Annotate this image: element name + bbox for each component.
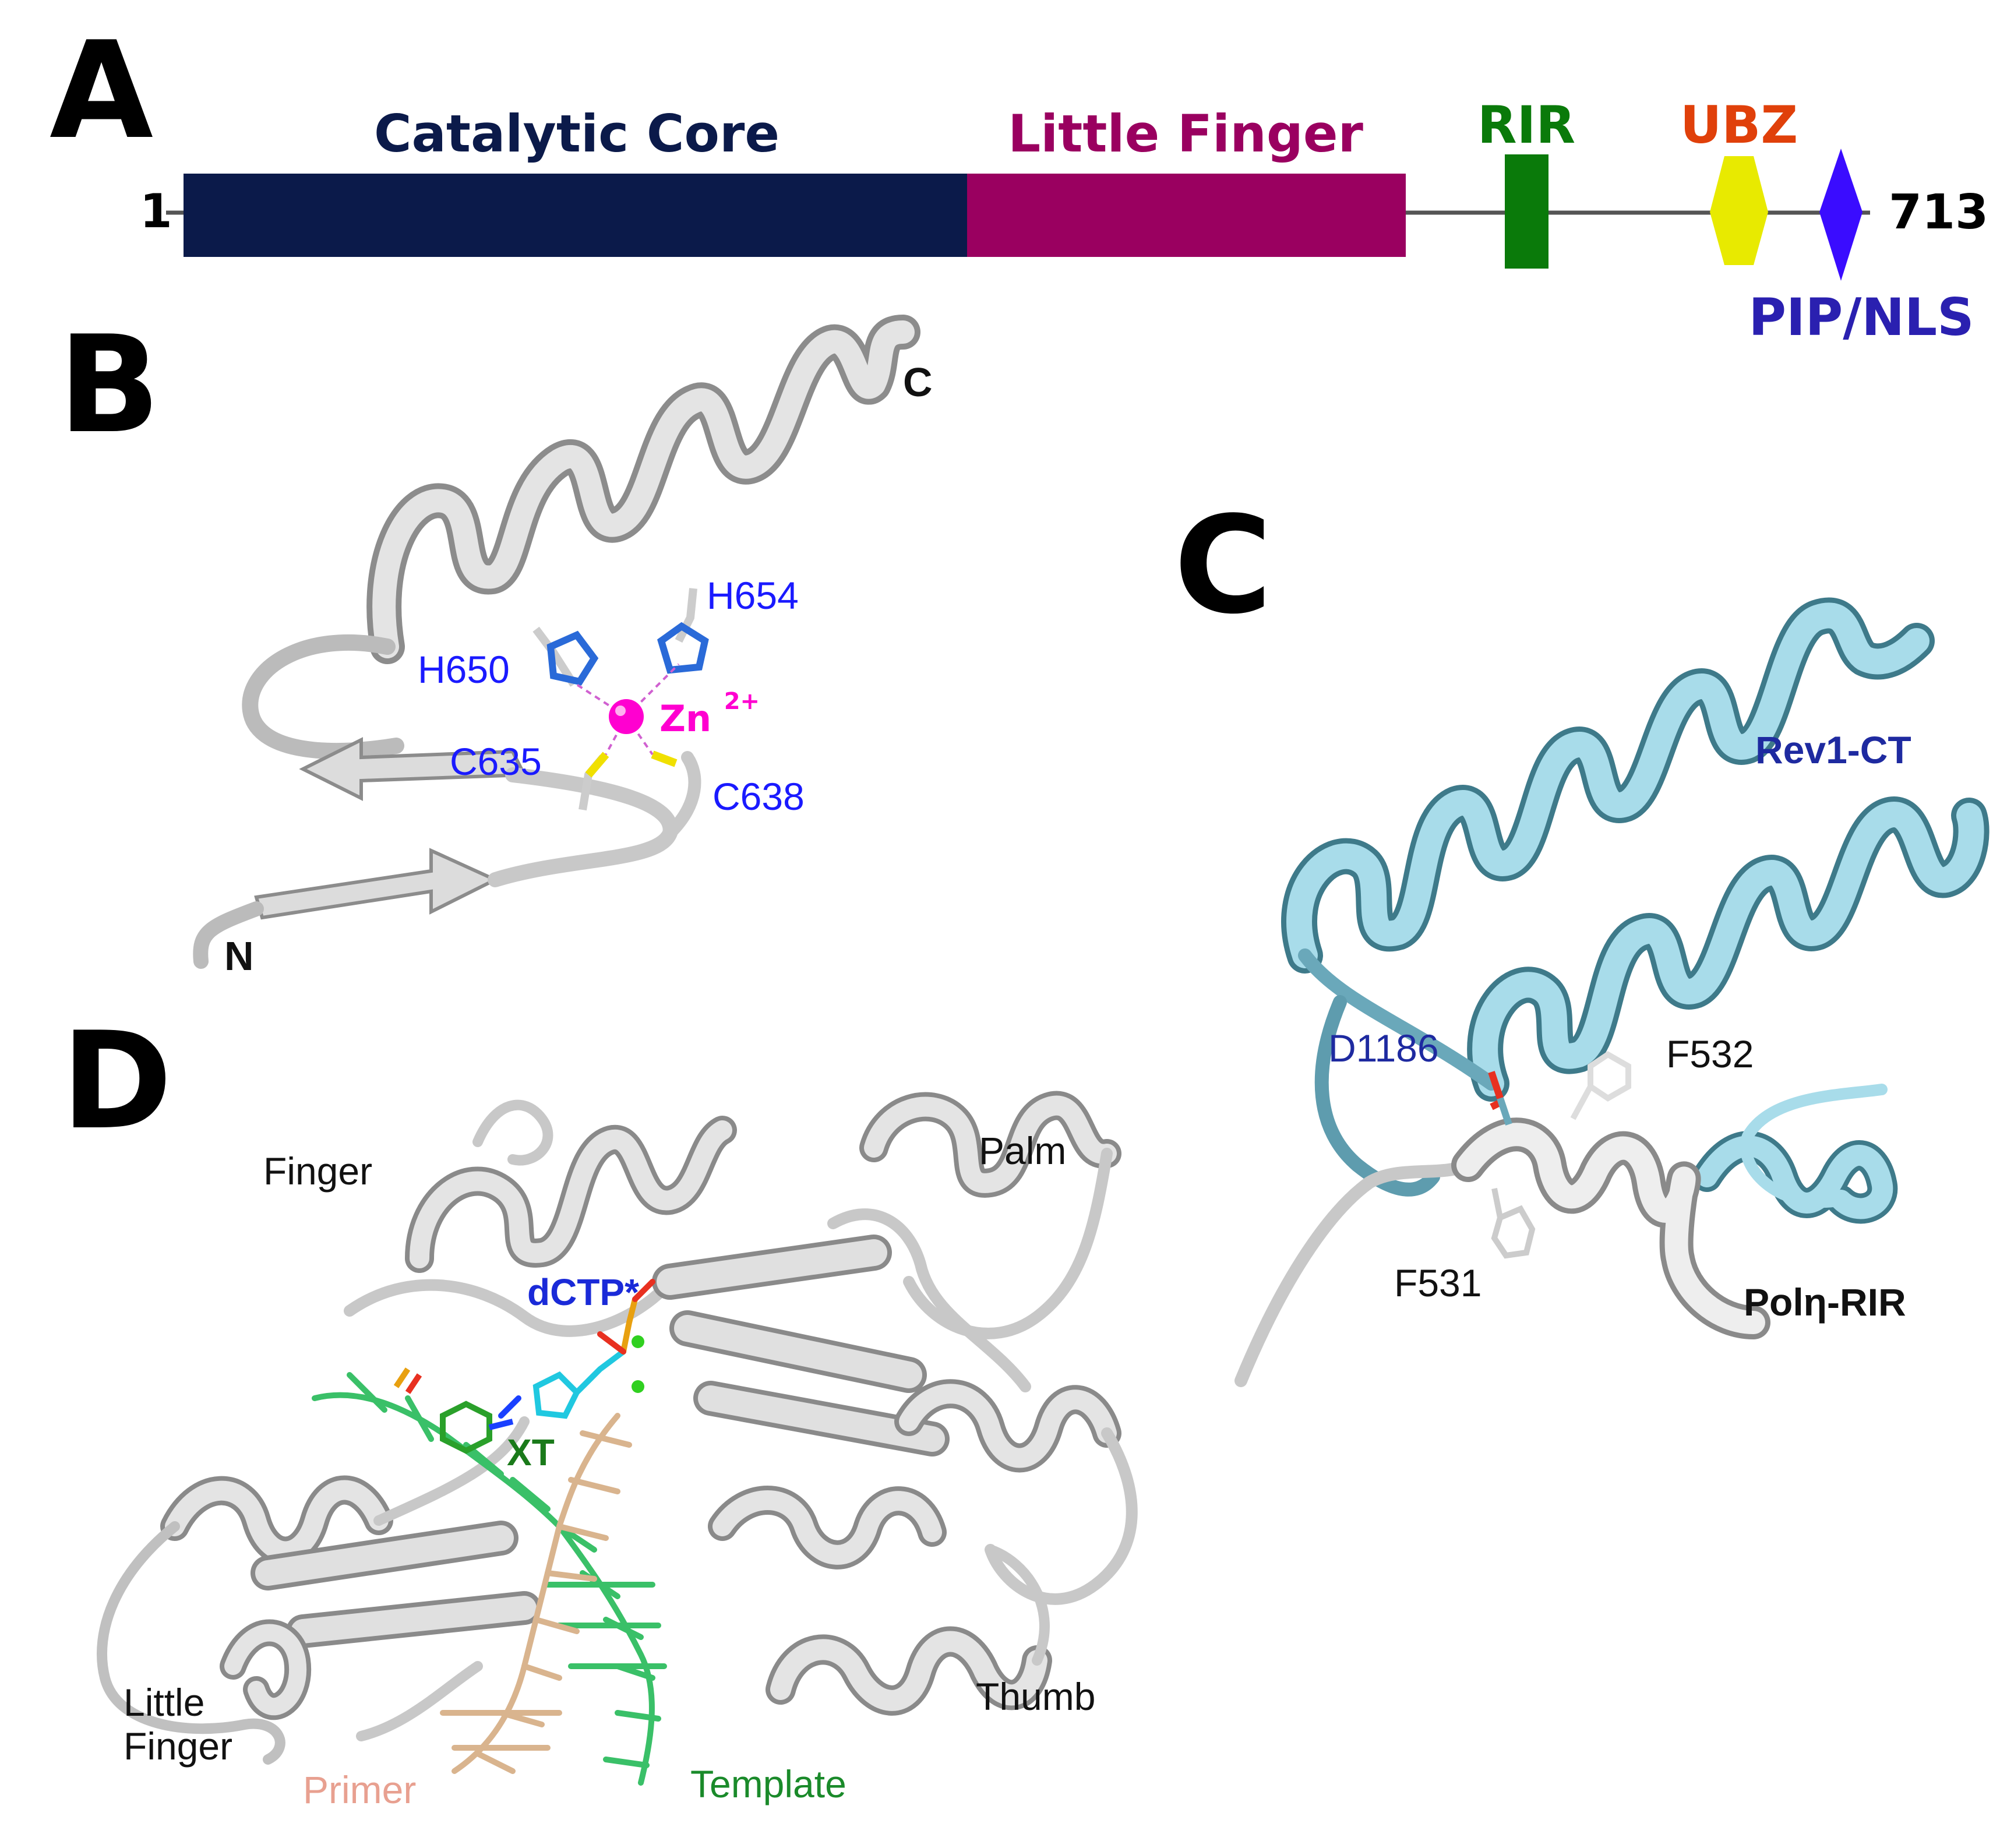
template-label: Template <box>690 1762 846 1805</box>
thumb-domain-label: Thumb <box>976 1675 1095 1718</box>
little-finger-domain-label-line1: Little <box>124 1681 204 1724</box>
h650-imidazole <box>546 630 599 686</box>
pip-nls-motif <box>1819 149 1863 281</box>
f532-bond <box>1570 1085 1593 1120</box>
f532-ring <box>1588 1051 1631 1102</box>
pol-rir-helix <box>1451 1117 1770 1339</box>
dctp-nucleotide <box>498 1279 655 1419</box>
catalytic-core-domain <box>184 174 967 257</box>
little-finger-domain <box>967 174 1406 257</box>
zinc-highlight <box>615 706 626 716</box>
primer-strand <box>440 1413 632 1774</box>
sequence-end-label: 713 <box>1889 185 1988 240</box>
h654-imidazole <box>657 622 709 674</box>
palm-domain-label: Palm <box>979 1129 1066 1172</box>
metal-ion-2 <box>632 1380 644 1393</box>
panel-a-letter: A <box>50 13 153 169</box>
n-terminal-coil <box>193 901 264 969</box>
rev1-ct-label: Rev1-CT <box>1755 728 1911 771</box>
xt-label: XT <box>507 1431 555 1473</box>
c-terminus-label: C <box>903 359 933 405</box>
n-terminus-label: N <box>224 933 254 979</box>
zinc-symbol: Zn <box>659 697 711 740</box>
metal-ion-1 <box>632 1335 644 1348</box>
pip-nls-label: PIP/NLS <box>1749 287 1974 347</box>
ubz-motif <box>1710 156 1768 265</box>
f531-label: F531 <box>1394 1261 1482 1304</box>
xt-base <box>393 1367 514 1454</box>
panel-b: B C N H654 H650 <box>58 308 933 979</box>
h654-sidechain <box>675 588 697 643</box>
dctp-label: dCTP* <box>527 1271 639 1313</box>
d1186-carboxylate <box>1488 1071 1504 1099</box>
pol-eta-rir-label: Polη-RIR <box>1744 1281 1906 1324</box>
rev1-c-loop <box>1740 1084 1888 1208</box>
rev1-helix-upper <box>1281 597 1935 974</box>
zinc-charge: 2+ <box>724 688 760 715</box>
zinc-ion <box>609 699 644 734</box>
rev1-helix-small <box>1692 1131 1898 1224</box>
primer-label: Primer <box>303 1768 416 1811</box>
panel-d: D <box>61 1004 1138 1811</box>
rir-motif <box>1505 154 1548 269</box>
catalytic-core-label: Catalytic Core <box>374 104 779 164</box>
d1186-label: D1186 <box>1328 1027 1439 1070</box>
c638-sulfur <box>651 750 678 767</box>
panel-c: C Rev1-CT <box>1174 488 1990 1387</box>
little-finger-domain-label-line2: Finger <box>124 1724 232 1768</box>
residue-h654-label: H654 <box>707 574 799 617</box>
pol-rir-coil <box>1234 1159 1475 1387</box>
loop-coil <box>242 634 404 760</box>
panel-c-letter: C <box>1174 488 1272 644</box>
little-finger-label: Little Finger <box>1008 104 1363 164</box>
residue-c635-label: C635 <box>450 740 542 783</box>
f532-label: F532 <box>1666 1032 1754 1075</box>
ubz-label: UBZ <box>1680 95 1798 155</box>
residue-c638-label: C638 <box>712 775 805 818</box>
panel-a: A 1 Catalytic Core Little Finger RIR UBZ… <box>50 13 1988 347</box>
panel-b-letter: B <box>58 308 160 463</box>
finger-domain-label: Finger <box>263 1149 372 1193</box>
beta-strand-lower <box>254 848 499 920</box>
zinc-label: Zn 2+ <box>659 688 760 740</box>
rev1-n-loop <box>1314 995 1440 1197</box>
f531-bond <box>1491 1188 1503 1218</box>
zinc-finger-helix <box>366 315 920 664</box>
pol-eta-protein-ribbons <box>97 1091 1138 1765</box>
d1186-sidechain <box>1497 1097 1512 1126</box>
rev1-helix-lower <box>1467 796 1990 1102</box>
rir-label: RIR <box>1477 95 1575 155</box>
residue-h650-label: H650 <box>418 648 510 691</box>
f531-ring <box>1491 1205 1536 1259</box>
cys-loop <box>664 751 701 840</box>
c635-sulfur <box>585 752 609 778</box>
rev1-loop <box>1298 948 1498 1091</box>
beta-strand-upper <box>299 737 527 801</box>
panel-d-letter: D <box>61 1004 172 1159</box>
